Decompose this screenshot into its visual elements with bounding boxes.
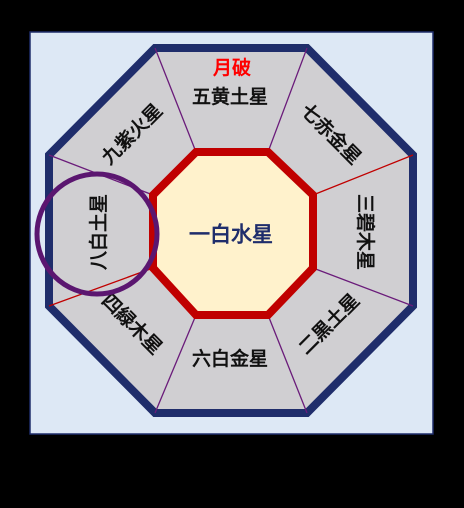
sector-east-label: 八白土星 <box>87 194 110 270</box>
divider-southeast-south <box>154 47 197 153</box>
sector-south-label: 五黄土星 <box>192 85 268 108</box>
sector-west-label: 三碧木星 <box>354 194 377 270</box>
divider-west-northwest <box>312 267 414 307</box>
month-break-label: 月破 <box>212 57 251 79</box>
divider-south-southwest <box>267 47 308 153</box>
sector-north-label: 六白金星 <box>192 347 268 370</box>
center-label: 一白水星 <box>189 222 273 247</box>
divider-southwest-west <box>312 154 414 196</box>
divider-northwest-north <box>267 314 308 414</box>
divider-north-northeast <box>154 314 197 414</box>
highlight-circle-marker <box>34 171 160 297</box>
divider-northeast-east <box>48 267 154 307</box>
